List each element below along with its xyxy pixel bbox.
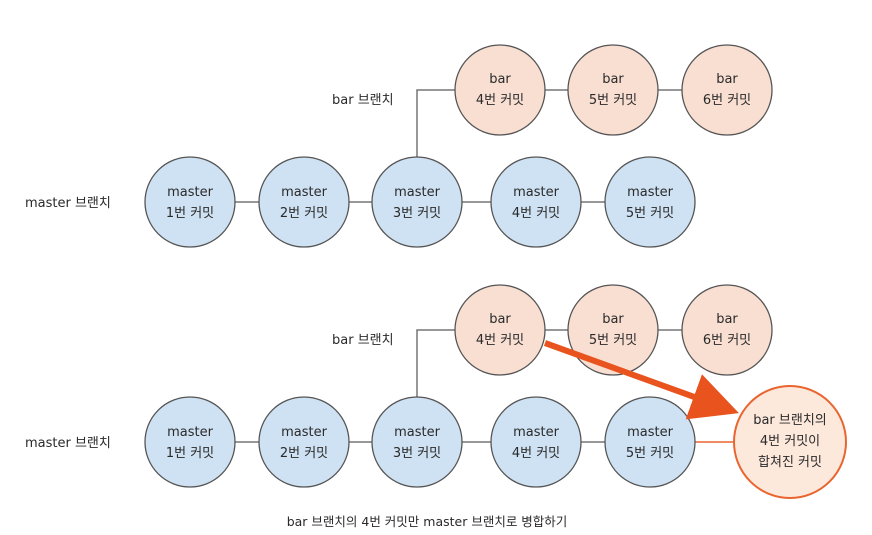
commit-line1: bar: [489, 312, 511, 327]
top-bar-commit-6: bar 6번 커밋: [681, 44, 773, 136]
commit-line1: master: [167, 185, 213, 200]
commit-line1: bar: [716, 312, 738, 327]
commit-line1: bar: [602, 72, 624, 87]
commit-line1: master: [167, 425, 213, 440]
commit-line2: 5번 커밋: [589, 93, 637, 108]
commit-line2: 1번 커밋: [166, 446, 214, 461]
bottom-master-branch-label: master 브랜치: [25, 436, 111, 451]
bottom-master-commit-1: master 1번 커밋: [144, 396, 236, 488]
bottom-master-commit-5: master 5번 커밋: [604, 396, 696, 488]
commit-line2: 5번 커밋: [626, 446, 674, 461]
commit-line1: bar: [489, 72, 511, 87]
commit-line1: master: [394, 185, 440, 200]
top-bar-commit-5: bar 5번 커밋: [567, 44, 659, 136]
merged-commit: bar 브랜치의 4번 커밋이 합쳐진 커밋: [733, 385, 847, 499]
commit-line1: bar: [716, 72, 738, 87]
bottom-master-commit-4: master 4번 커밋: [490, 396, 582, 488]
commit-line2: 5번 커밋: [589, 333, 637, 348]
commit-line2: 6번 커밋: [703, 333, 751, 348]
top-diagram: master 브랜치 bar 브랜치 master 1번 커밋 master 2…: [25, 44, 773, 248]
commit-line2: 4번 커밋: [512, 446, 560, 461]
bottom-bar-commit-6: bar 6번 커밋: [681, 284, 773, 376]
merged-line1: bar 브랜치의: [753, 413, 827, 428]
commit-line2: 6번 커밋: [703, 93, 751, 108]
commit-line1: master: [281, 425, 327, 440]
commit-line1: master: [513, 185, 559, 200]
merge-arrow: [543, 340, 739, 420]
commit-line1: master: [394, 425, 440, 440]
diagram-caption: bar 브랜치의 4번 커밋만 master 브랜치로 병합하기: [287, 514, 568, 529]
commit-line2: 2번 커밋: [280, 206, 328, 221]
commit-line2: 3번 커밋: [393, 446, 441, 461]
commit-line1: master: [627, 185, 673, 200]
bottom-master-commit-3: master 3번 커밋: [371, 396, 463, 488]
commit-line1: master: [281, 185, 327, 200]
top-master-branch-label: master 브랜치: [25, 196, 111, 211]
commit-line2: 4번 커밋: [512, 206, 560, 221]
top-master-commit-2: master 2번 커밋: [258, 156, 350, 248]
bottom-bar-commit-4: bar 4번 커밋: [454, 284, 546, 376]
top-bar-commit-4: bar 4번 커밋: [454, 44, 546, 136]
top-master-commit-1: master 1번 커밋: [144, 156, 236, 248]
bottom-bar-commit-5: bar 5번 커밋: [567, 284, 659, 376]
commit-line1: bar: [602, 312, 624, 327]
top-master-commit-5: master 5번 커밋: [604, 156, 696, 248]
commit-line2: 5번 커밋: [626, 206, 674, 221]
commit-line1: master: [627, 425, 673, 440]
merged-line3: 합쳐진 커밋: [758, 455, 822, 470]
top-bar-branch-label: bar 브랜치: [332, 93, 394, 108]
top-branch-connector: [416, 89, 460, 160]
bottom-bar-branch-label: bar 브랜치: [332, 333, 394, 348]
commit-line2: 3번 커밋: [393, 206, 441, 221]
top-master-commit-3: master 3번 커밋: [371, 156, 463, 248]
commit-line2: 4번 커밋: [476, 333, 524, 348]
top-master-commit-4: master 4번 커밋: [490, 156, 582, 248]
bottom-master-commit-2: master 2번 커밋: [258, 396, 350, 488]
commit-line2: 4번 커밋: [476, 93, 524, 108]
merged-line2: 4번 커밋이: [760, 434, 820, 449]
bottom-diagram: master 브랜치 bar 브랜치 master 1번 커밋 master 2…: [25, 284, 847, 499]
bottom-branch-connector: [416, 329, 460, 400]
commit-line2: 1번 커밋: [166, 206, 214, 221]
commit-line2: 2번 커밋: [280, 446, 328, 461]
commit-line1: master: [513, 425, 559, 440]
